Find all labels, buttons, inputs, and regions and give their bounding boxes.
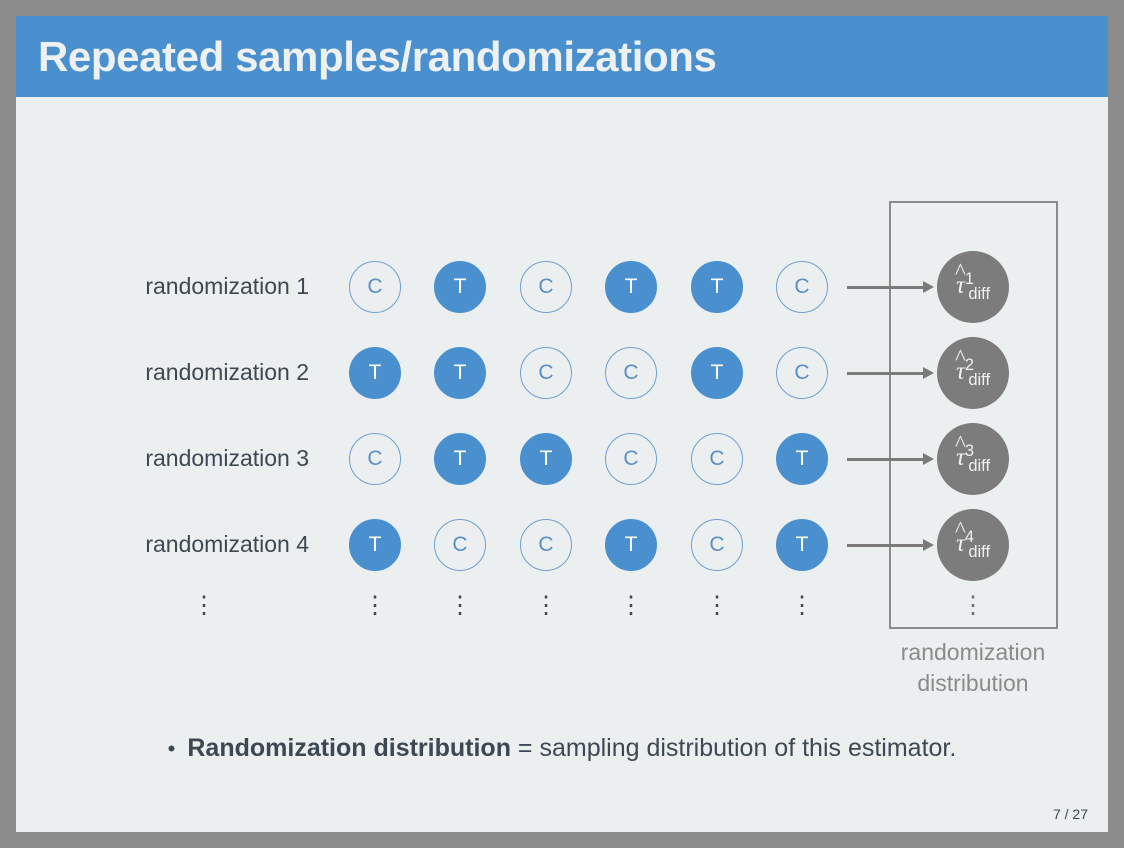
unit-circle-r1-c2-treatment: T bbox=[434, 261, 486, 313]
estimator-subscript: diff bbox=[968, 371, 991, 390]
hat-accent: ^ bbox=[955, 258, 966, 284]
tau-symbol: ^τ bbox=[955, 516, 966, 558]
unit-circle-r1-c5-treatment: T bbox=[691, 261, 743, 313]
bullet-text: Randomization distribution = sampling di… bbox=[187, 734, 956, 763]
slide: Repeated samples/randomizations randomiz… bbox=[16, 16, 1108, 832]
tau-symbol: ^τ bbox=[955, 430, 966, 472]
vertical-ellipsis-5: ⋮ bbox=[619, 593, 643, 619]
unit-circle-r1-c3-control: C bbox=[520, 261, 572, 313]
unit-circle-r4-c4-treatment: T bbox=[605, 519, 657, 571]
unit-circle-r2-c1-treatment: T bbox=[349, 347, 401, 399]
page-number: 7 / 27 bbox=[1052, 806, 1088, 822]
row-label-randomization-4: randomization 4 bbox=[145, 531, 309, 557]
bullet-strong-term: Randomization distribution bbox=[187, 734, 511, 762]
arrow-to-estimator-4 bbox=[847, 539, 937, 551]
unit-circle-r2-c2-treatment: T bbox=[434, 347, 486, 399]
estimator-circle-4: ^τ4diff bbox=[937, 509, 1009, 581]
unit-circle-r4-c6-treatment: T bbox=[776, 519, 828, 571]
unit-circle-r4-c3-control: C bbox=[520, 519, 572, 571]
vertical-ellipsis-3: ⋮ bbox=[448, 593, 472, 619]
row-label-randomization-1: randomization 1 bbox=[145, 273, 309, 299]
unit-circle-r2-c4-control: C bbox=[605, 347, 657, 399]
randomization-distribution-box bbox=[889, 201, 1058, 629]
estimator-circle-2: ^τ2diff bbox=[937, 337, 1009, 409]
estimator-circle-1: ^τ1diff bbox=[937, 251, 1009, 323]
bullet-marker: • bbox=[167, 736, 176, 761]
page-title: Repeated samples/randomizations bbox=[38, 33, 717, 80]
arrow-shaft bbox=[847, 286, 926, 289]
vertical-ellipsis-4: ⋮ bbox=[534, 593, 558, 619]
estimator-superscript: 4 bbox=[964, 528, 975, 547]
estimator-formula: ^τ4diff bbox=[955, 516, 991, 562]
slide-header-bar: Repeated samples/randomizations bbox=[16, 16, 1108, 97]
estimator-superscript: 1 bbox=[964, 270, 975, 289]
arrow-shaft bbox=[847, 544, 926, 547]
unit-circle-r2-c3-control: C bbox=[520, 347, 572, 399]
arrow-shaft bbox=[847, 458, 926, 461]
caption-line-1: randomization bbox=[900, 639, 1046, 665]
row-label-randomization-3: randomization 3 bbox=[145, 445, 309, 471]
row-label-randomization-2: randomization 2 bbox=[145, 359, 309, 385]
unit-circle-r1-c1-control: C bbox=[349, 261, 401, 313]
vertical-ellipsis-6: ⋮ bbox=[705, 593, 729, 619]
vertical-ellipsis-2: ⋮ bbox=[363, 593, 387, 619]
estimator-superscript: 3 bbox=[964, 442, 975, 461]
arrow-to-estimator-2 bbox=[847, 367, 937, 379]
hat-accent: ^ bbox=[955, 430, 966, 456]
arrow-to-estimator-3 bbox=[847, 453, 937, 465]
caption-line-2: distribution bbox=[917, 670, 1029, 697]
unit-circle-r3-c1-control: C bbox=[349, 433, 401, 485]
vertical-ellipsis-1: ⋮ bbox=[192, 593, 216, 619]
unit-circle-r3-c3-treatment: T bbox=[520, 433, 572, 485]
arrow-head bbox=[923, 281, 934, 293]
unit-circle-r4-c5-control: C bbox=[691, 519, 743, 571]
vertical-ellipsis-7: ⋮ bbox=[790, 593, 814, 619]
bullet-row: • Randomization distribution = sampling … bbox=[16, 734, 1108, 763]
estimator-subscript: diff bbox=[968, 543, 991, 562]
unit-circle-r1-c4-treatment: T bbox=[605, 261, 657, 313]
bullet-rest-text: = sampling distribution of this estimato… bbox=[510, 734, 957, 762]
randomization-distribution-caption: randomization distribution bbox=[843, 637, 1103, 699]
estimator-formula: ^τ2diff bbox=[955, 344, 991, 390]
unit-circle-r2-c6-control: C bbox=[776, 347, 828, 399]
unit-circle-r3-c4-control: C bbox=[605, 433, 657, 485]
unit-circle-r4-c2-control: C bbox=[434, 519, 486, 571]
estimator-formula: ^τ1diff bbox=[955, 258, 991, 304]
estimator-formula: ^τ3diff bbox=[955, 430, 991, 476]
hat-accent: ^ bbox=[955, 516, 966, 542]
tau-symbol: ^τ bbox=[955, 258, 966, 300]
unit-circle-r3-c2-treatment: T bbox=[434, 433, 486, 485]
arrow-head bbox=[923, 453, 934, 465]
vertical-ellipsis-8: ⋮ bbox=[961, 593, 985, 619]
estimator-subscript: diff bbox=[968, 457, 991, 476]
arrow-to-estimator-1 bbox=[847, 281, 937, 293]
arrow-head bbox=[923, 367, 934, 379]
unit-circle-r3-c5-control: C bbox=[691, 433, 743, 485]
unit-circle-r1-c6-control: C bbox=[776, 261, 828, 313]
estimator-superscript: 2 bbox=[964, 356, 975, 375]
arrow-shaft bbox=[847, 372, 926, 375]
arrow-head bbox=[923, 539, 934, 551]
tau-symbol: ^τ bbox=[955, 344, 966, 386]
estimator-circle-3: ^τ3diff bbox=[937, 423, 1009, 495]
estimator-subscript: diff bbox=[968, 285, 991, 304]
unit-circle-r2-c5-treatment: T bbox=[691, 347, 743, 399]
unit-circle-r4-c1-treatment: T bbox=[349, 519, 401, 571]
hat-accent: ^ bbox=[955, 344, 966, 370]
unit-circle-r3-c6-treatment: T bbox=[776, 433, 828, 485]
